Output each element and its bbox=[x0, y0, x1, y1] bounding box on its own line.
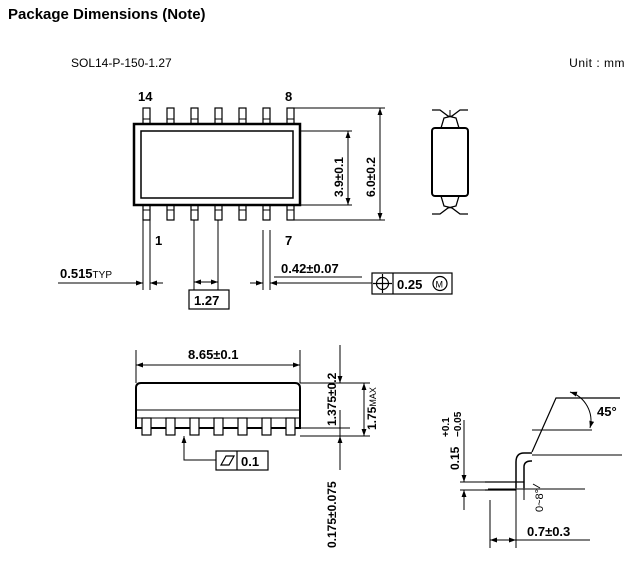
lead-width-label: 0.42±0.07 bbox=[281, 261, 339, 276]
pitch-box bbox=[188, 289, 230, 310]
max-height-label: 1.75MAX bbox=[365, 387, 379, 430]
lead-detail bbox=[460, 391, 622, 548]
body-width-label: 3.9±0.1 bbox=[332, 157, 346, 197]
angle-45-label: 45° bbox=[597, 404, 617, 419]
thickness-tol-minus: −0.05 bbox=[453, 411, 464, 437]
pin-label-8: 8 bbox=[285, 89, 292, 104]
lead-length-label: 0.7±0.3 bbox=[527, 524, 570, 539]
pin-label-7: 7 bbox=[285, 233, 292, 248]
pitch-label: 1.27 bbox=[194, 293, 219, 308]
thickness-label: 0.15 bbox=[448, 446, 462, 470]
unit-label: Unit : mm bbox=[569, 56, 625, 70]
package-code: SOL14-P-150-1.27 bbox=[71, 56, 172, 70]
body-height-label: 1.375±0.2 bbox=[325, 372, 339, 426]
flatness-label: 0.1 bbox=[241, 454, 259, 469]
side-view bbox=[135, 345, 370, 471]
thickness-tol-plus: +0.1 bbox=[441, 417, 452, 437]
total-width-label: 6.0±0.2 bbox=[364, 157, 378, 197]
end-view bbox=[431, 109, 469, 215]
lead-angle-label: 0~8° bbox=[534, 489, 546, 512]
body-length-label: 8.65±0.1 bbox=[188, 347, 239, 362]
standoff-label: 0.175±0.075 bbox=[325, 481, 339, 548]
pin-label-1: 1 bbox=[155, 233, 162, 248]
tolerance-modifier-label: M bbox=[436, 280, 444, 290]
top-view bbox=[58, 107, 453, 310]
position-tolerance-frame bbox=[371, 272, 453, 295]
lead-offset-label: 0.515TYP bbox=[60, 266, 112, 281]
position-tolerance-label: 0.25 bbox=[397, 277, 422, 292]
top-view-body bbox=[132, 122, 302, 207]
flatness-frame bbox=[215, 450, 269, 471]
pin-label-14: 14 bbox=[138, 89, 153, 104]
page-title: Package Dimensions (Note) bbox=[8, 6, 206, 23]
